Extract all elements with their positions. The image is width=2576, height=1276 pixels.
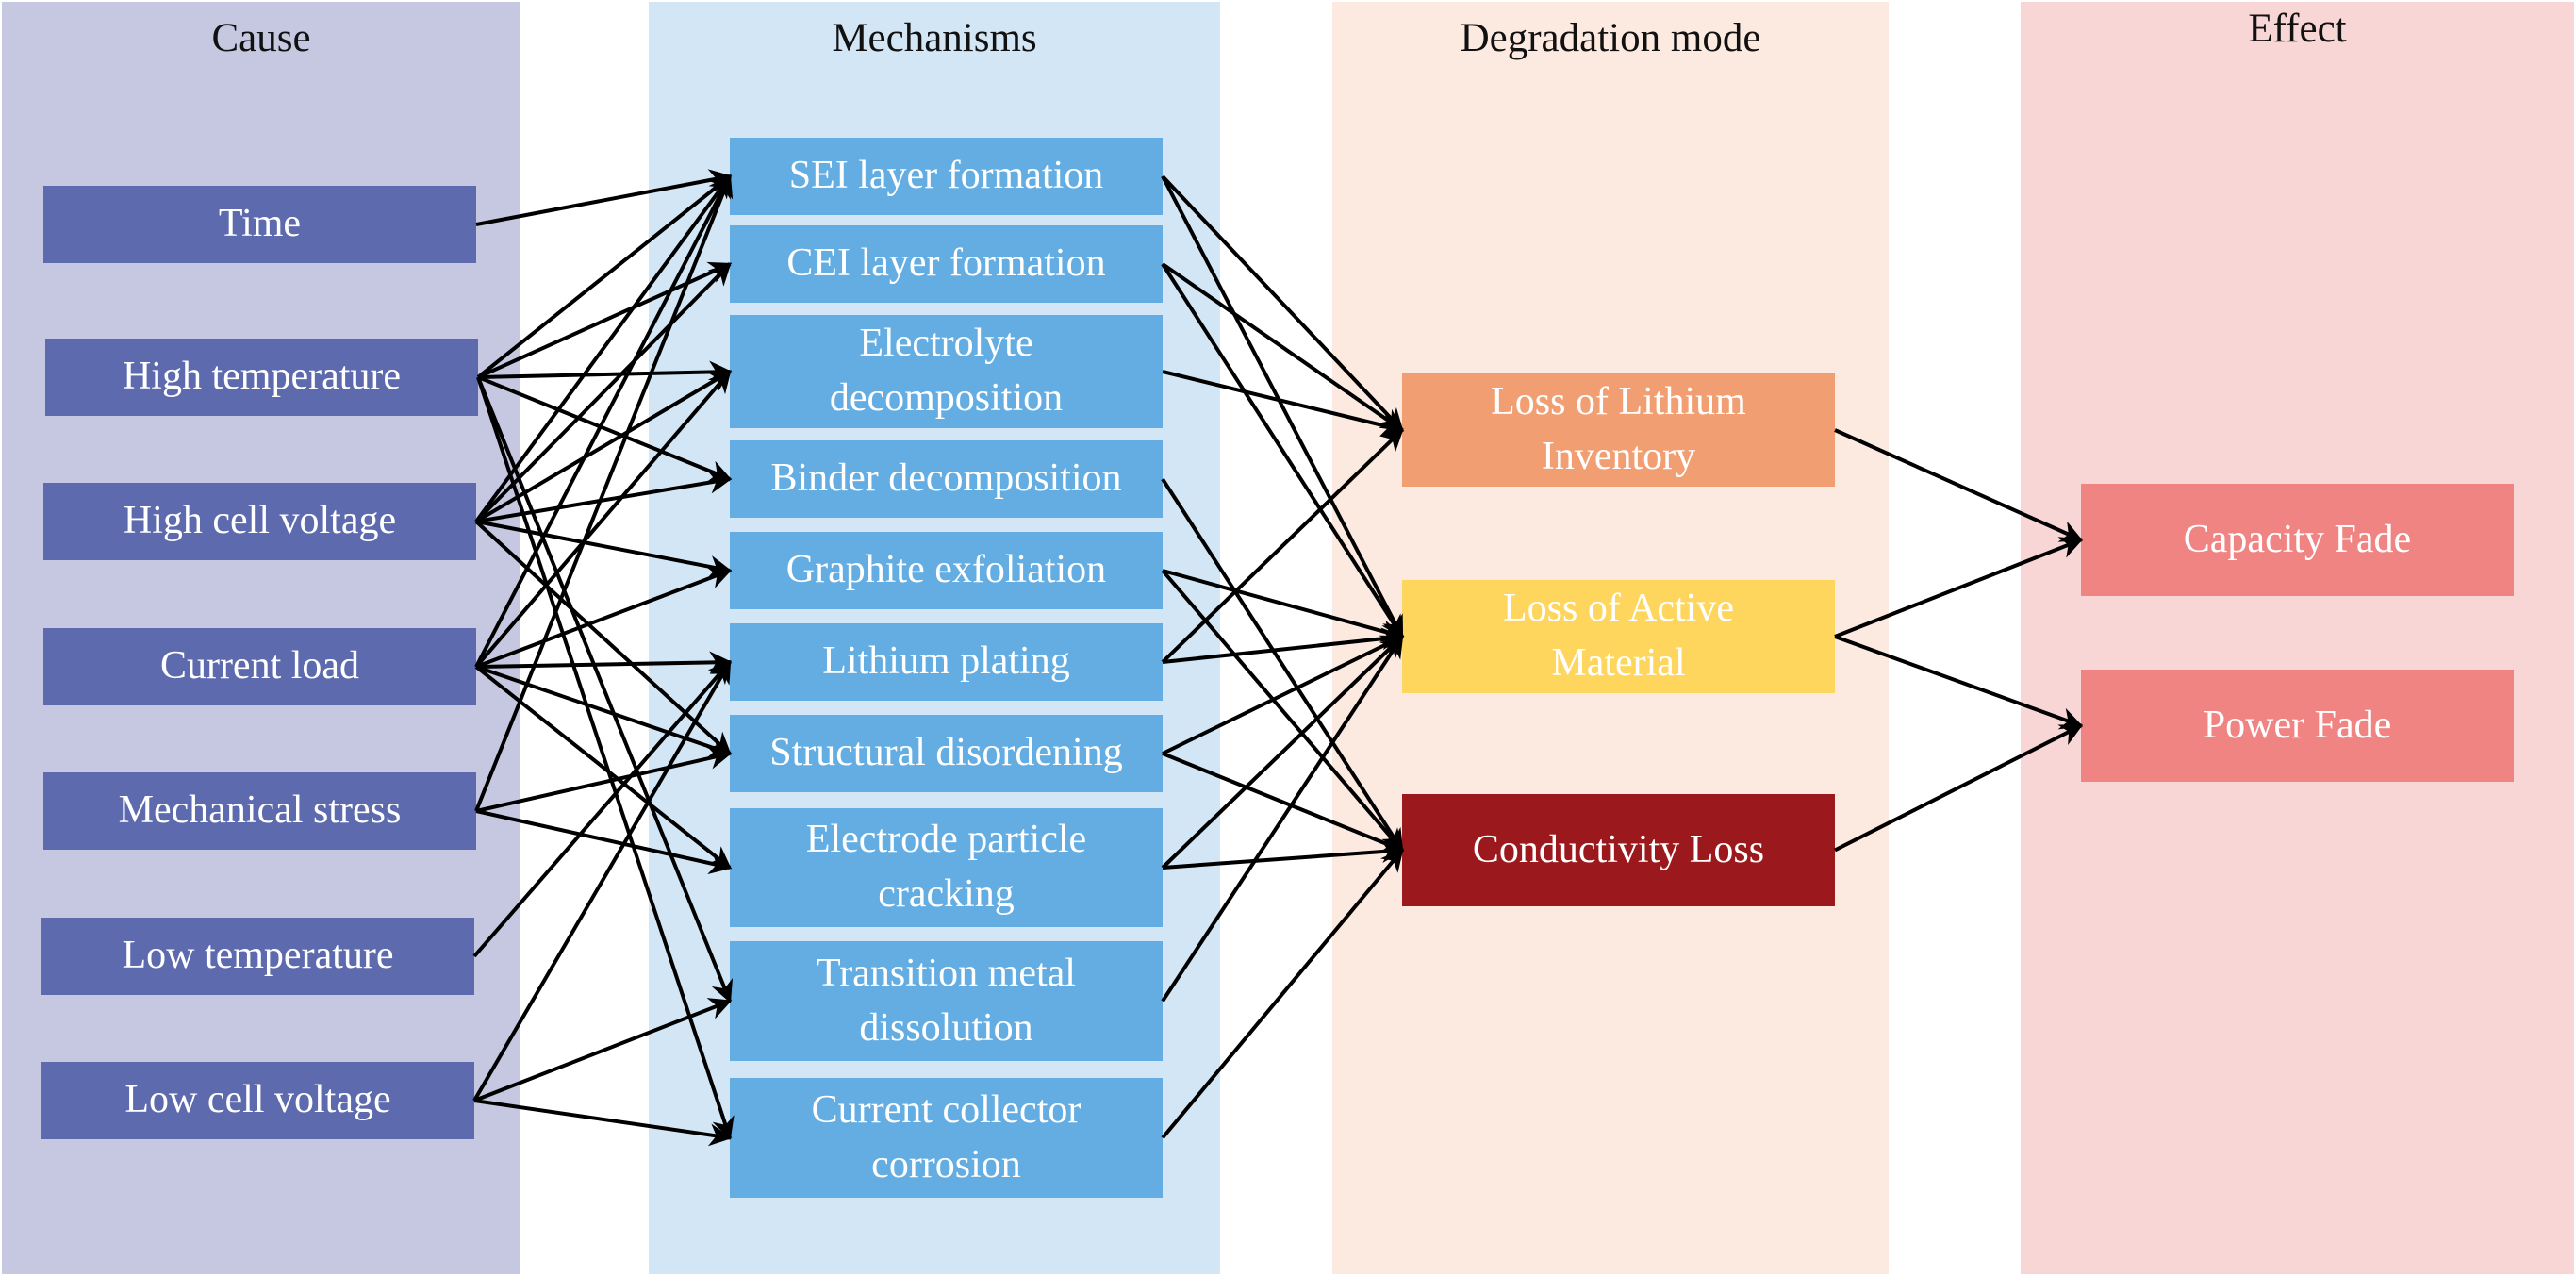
degradation-node-lam: Loss of Active Material <box>1402 580 1835 693</box>
mechanism-node-electrolyte: Electrolyte decomposition <box>730 315 1163 428</box>
cause-node-low-cell-voltage: Low cell voltage <box>41 1062 474 1139</box>
cause-node-low-temperature: Low temperature <box>41 918 474 995</box>
node-label: CEI layer formation <box>786 241 1106 286</box>
node-label: High temperature <box>122 355 402 399</box>
node-label: High cell voltage <box>123 499 397 543</box>
node-label: Conductivity Loss <box>1472 827 1765 871</box>
cause-node-high-temperature: High temperature <box>45 339 478 416</box>
node-label: Current load <box>159 644 360 688</box>
effect-node-power: Power Fade <box>2081 670 2514 782</box>
mechanism-node-cc-corrosion: Current collector corrosion <box>730 1078 1163 1198</box>
degradation-node-cl: Conductivity Loss <box>1402 794 1835 906</box>
cause-node-high-cell-voltage: High cell voltage <box>43 483 476 560</box>
node-label: Electrolyte decomposition <box>829 322 1064 420</box>
node-label: Loss of Active Material <box>1503 587 1734 685</box>
node-label: Loss of Lithium Inventory <box>1491 380 1746 478</box>
cause-node-mechanical-stress: Mechanical stress <box>43 772 476 850</box>
node-label: Capacity Fade <box>2183 517 2412 561</box>
mechanism-node-cei: CEI layer formation <box>730 225 1163 303</box>
node-label: Electrode particle cracking <box>805 818 1087 916</box>
mechanism-node-disordering: Structural disordening <box>730 715 1163 792</box>
node-label: Mechanical stress <box>118 788 402 833</box>
node-label: Binder decomposition <box>770 456 1122 501</box>
node-label: Low cell voltage <box>124 1078 391 1122</box>
effect-node-capacity: Capacity Fade <box>2081 484 2514 596</box>
mechanism-node-binder: Binder decomposition <box>730 440 1163 518</box>
mechanism-node-tm-dissolution: Transition metal dissolution <box>730 941 1163 1061</box>
cause-node-current-load: Current load <box>43 628 476 705</box>
mechanisms-column-title: Mechanisms <box>832 16 1037 60</box>
cause-column-title: Cause <box>211 16 311 60</box>
node-label: Transition metal dissolution <box>817 951 1076 1050</box>
node-label: Structural disordening <box>769 731 1123 775</box>
degradation-node-lli: Loss of Lithium Inventory <box>1402 373 1835 487</box>
degradation-mode-column-title: Degradation mode <box>1460 16 1761 60</box>
cause-node-time: Time <box>43 186 476 263</box>
node-label: Current collector corrosion <box>811 1087 1082 1186</box>
effect-column: Effect <box>2021 2 2574 1274</box>
mechanism-node-cracking: Electrode particle cracking <box>730 808 1163 927</box>
node-label: Lithium plating <box>822 639 1070 684</box>
node-label: Graphite exfoliation <box>785 548 1107 592</box>
mechanism-node-plating: Lithium plating <box>730 623 1163 701</box>
mechanism-node-graphite: Graphite exfoliation <box>730 532 1163 609</box>
mechanism-node-sei: SEI layer formation <box>730 138 1163 215</box>
node-label: Time <box>218 202 302 246</box>
node-label: Power Fade <box>2203 703 2392 747</box>
node-label: SEI layer formation <box>788 154 1104 198</box>
effect-column-title: Effect <box>2248 7 2347 51</box>
node-label: Low temperature <box>122 934 394 978</box>
